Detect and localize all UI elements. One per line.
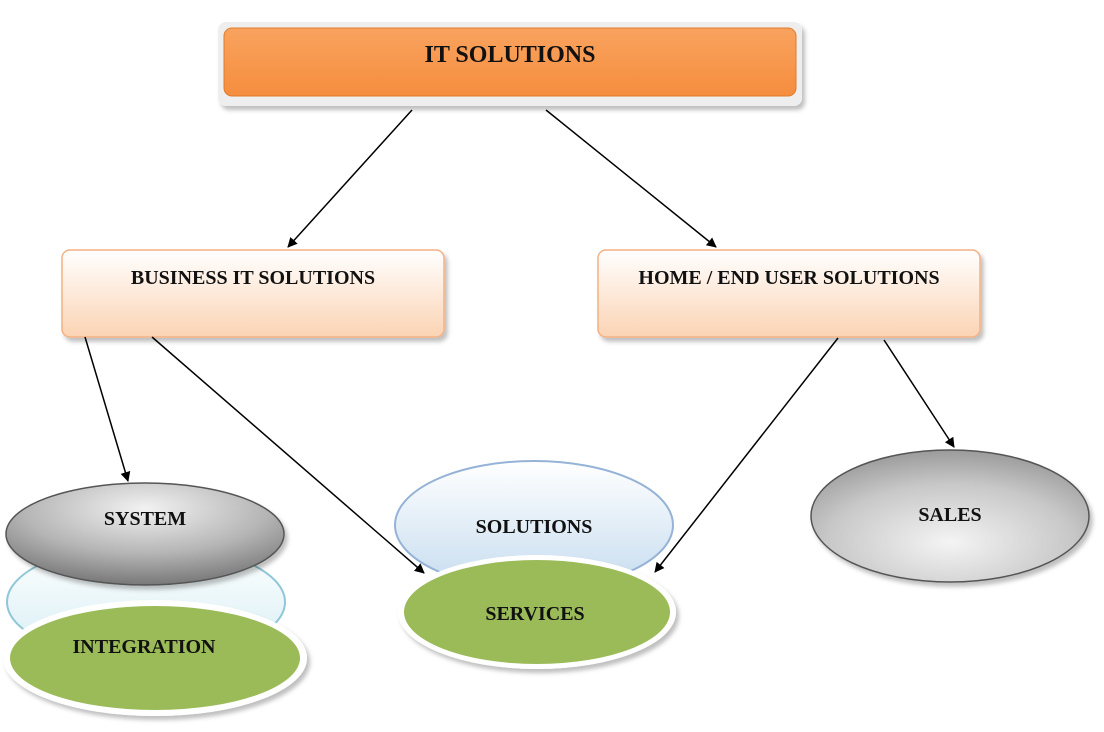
arrow-root-to-home — [545, 109, 717, 248]
arrow-business-to-services — [151, 336, 425, 574]
sales-node: SALES — [810, 449, 1090, 583]
solutions-label: SOLUTIONS — [476, 516, 593, 538]
services-node: SERVICES — [398, 555, 676, 669]
connectors — [84, 109, 955, 574]
arrow-root-to-business — [287, 109, 413, 248]
arrow-business-to-system — [84, 336, 131, 482]
root-node: IT SOLUTIONS — [218, 22, 802, 106]
business-label: BUSINESS IT SOLUTIONS — [131, 267, 375, 289]
sales-label: SALES — [918, 504, 981, 526]
root-label: IT SOLUTIONS — [425, 42, 596, 68]
system-node: SYSTEM — [5, 482, 285, 586]
home-label: HOME / END USER SOLUTIONS — [638, 267, 939, 289]
solutions-node: SOLUTIONS — [394, 460, 674, 590]
system-label: SYSTEM — [104, 508, 186, 530]
integration-label: INTEGRATION — [73, 636, 217, 658]
home-node: HOME / END USER SOLUTIONS — [597, 249, 981, 338]
arrow-home-to-services — [654, 337, 839, 573]
arrow-home-to-sales — [883, 339, 955, 448]
services-label: SERVICES — [485, 603, 584, 625]
business-node: BUSINESS IT SOLUTIONS — [61, 249, 445, 338]
